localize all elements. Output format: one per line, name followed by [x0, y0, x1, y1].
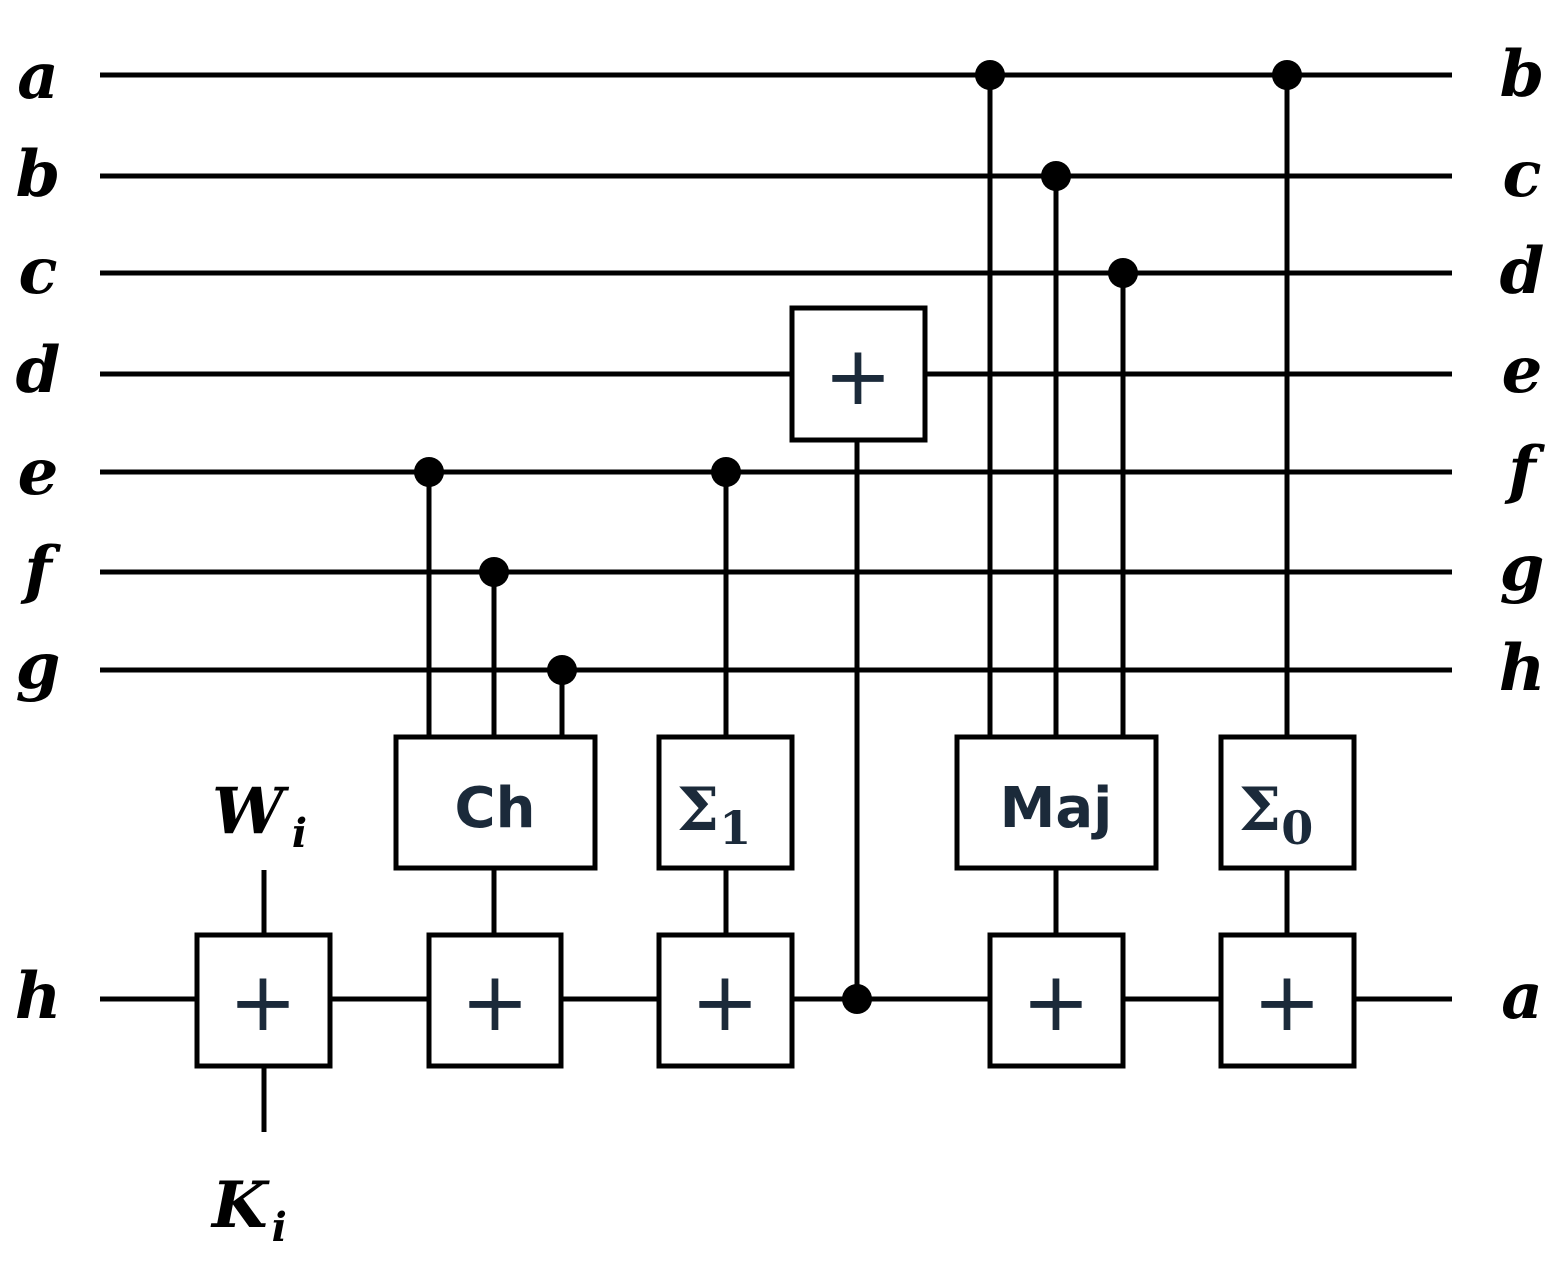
w-subscript: i [292, 810, 307, 857]
ch-gate: Ch [393, 734, 598, 871]
sigma1-symbol: Σ [677, 775, 719, 845]
adder-symbol: + [1253, 955, 1322, 1050]
adder-symbol: + [691, 955, 760, 1050]
k-subscript: i [272, 1204, 287, 1251]
output-label-h: h [1499, 631, 1546, 706]
output-label-f: f [1504, 433, 1545, 508]
adder-sigma0: + [1218, 932, 1357, 1069]
adder-maj: + [987, 932, 1126, 1069]
sigma0-symbol: Σ [1239, 775, 1281, 845]
junction-dots [414, 60, 1302, 1014]
input-label-a: a [17, 39, 58, 114]
maj-label: Maj [1000, 776, 1113, 841]
adder-d: + [789, 305, 928, 443]
maj-gate: Maj [954, 734, 1159, 871]
adder-symbol: + [461, 955, 530, 1050]
input-label-h: h [15, 959, 62, 1034]
dot-maj-b [1041, 161, 1071, 191]
input-label-c: c [19, 234, 58, 309]
output-label-g: g [1500, 531, 1545, 606]
dot-ch-g [547, 655, 577, 685]
w-base: W [212, 774, 290, 849]
dot-sigma0-a [1272, 60, 1302, 90]
sigma0-gate: Σ0 [1218, 734, 1357, 871]
dot-ch-f [479, 557, 509, 587]
adder-sigma1: + [656, 932, 795, 1069]
adder-symbol: + [1022, 955, 1091, 1050]
sigma1-gate: Σ1 [656, 734, 795, 871]
output-label-b: b [1500, 37, 1545, 112]
output-labels: b c d e f g h a [1499, 37, 1546, 1034]
adder-symbol: + [229, 955, 298, 1050]
input-labels: a b c d e f g h [15, 39, 62, 1034]
k-base: K [210, 1168, 270, 1243]
ch-label: Ch [455, 776, 536, 841]
input-label-e: e [18, 435, 59, 510]
output-label-e: e [1502, 333, 1543, 408]
input-label-g: g [16, 629, 61, 704]
dot-ch-e [414, 457, 444, 487]
dot-maj-c [1108, 258, 1138, 288]
input-label-b: b [16, 137, 61, 212]
output-label-a: a [1501, 959, 1542, 1034]
adder-symbol: + [824, 329, 893, 424]
dot-sigma1-e [711, 457, 741, 487]
input-label-d: d [16, 333, 61, 408]
adder-wk: + [194, 932, 333, 1069]
input-label-f: f [20, 533, 61, 608]
sigma1-label: Σ1 [677, 775, 751, 855]
adder-ch: + [426, 932, 564, 1069]
dot-maj-a [975, 60, 1005, 90]
output-label-d: d [1500, 234, 1545, 309]
sigma1-subscript: 1 [719, 801, 751, 855]
sigma0-subscript: 0 [1281, 801, 1313, 855]
output-label-c: c [1503, 137, 1542, 212]
sigma0-label: Σ0 [1239, 775, 1313, 855]
dot-t1-tap [842, 984, 872, 1014]
